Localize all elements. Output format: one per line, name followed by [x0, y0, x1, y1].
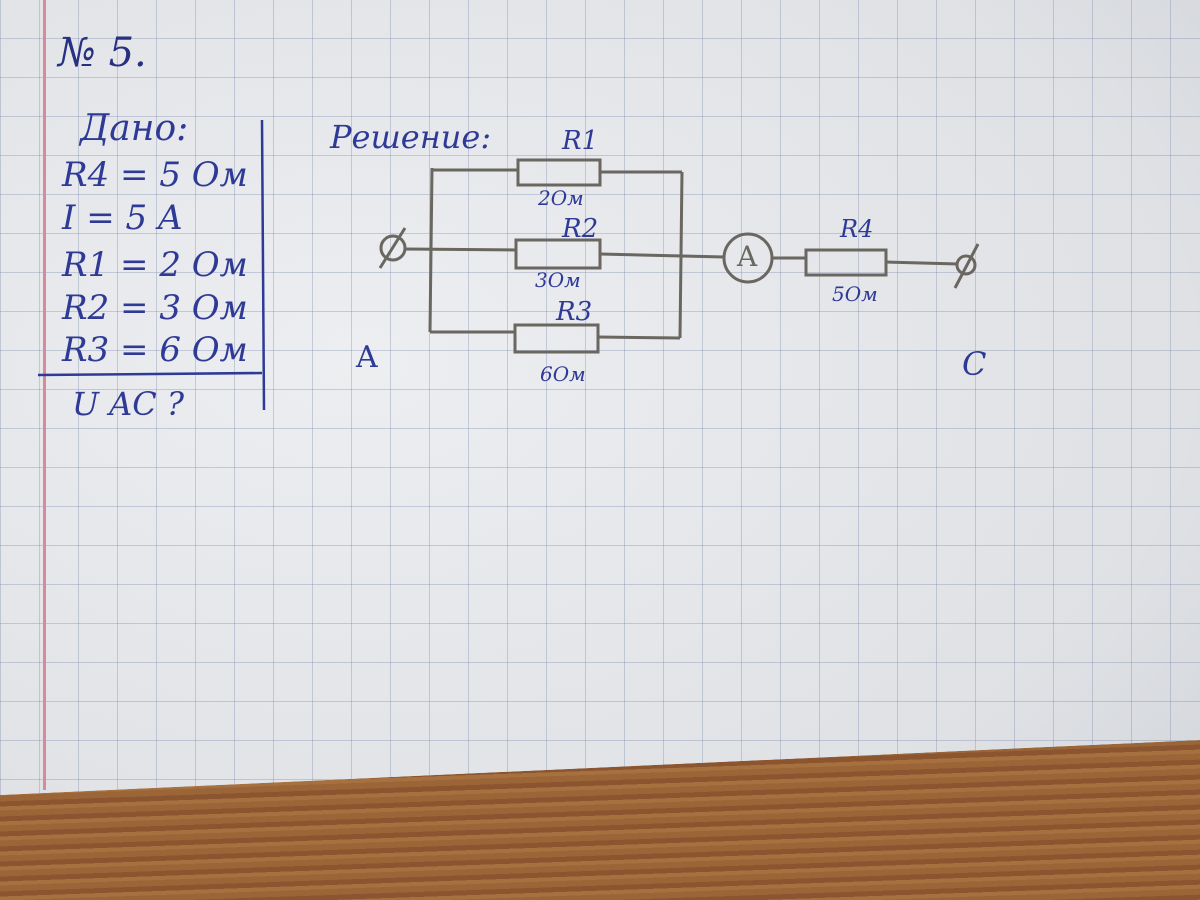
solution-heading: Решение: — [330, 118, 492, 156]
problem-number: № 5. — [58, 30, 147, 76]
given-divider — [37, 371, 263, 377]
r2-value: 3Ом — [535, 268, 581, 292]
wire — [404, 247, 517, 252]
resistor-r4 — [804, 248, 888, 277]
terminal-a-slash — [378, 227, 407, 269]
node-a-label: A — [356, 340, 378, 375]
ammeter-label: A — [737, 240, 758, 273]
r1-value: 2Ом — [538, 186, 584, 210]
margin-line — [43, 0, 46, 790]
given-line: R1 = 2 Ом — [62, 245, 248, 285]
terminal-c-icon — [955, 254, 977, 276]
resistor-r1 — [516, 158, 602, 187]
r1-label: R1 — [562, 126, 599, 156]
wire — [599, 252, 725, 259]
r3-label: R3 — [556, 297, 593, 327]
wire — [597, 335, 681, 340]
r2-label: R2 — [562, 214, 599, 244]
resistor-r3 — [513, 323, 600, 354]
given-line: I = 5 A — [62, 198, 183, 238]
r3-value: 6Ом — [540, 362, 586, 386]
given-heading: Дано: — [80, 108, 189, 149]
r4-value: 5Ом — [832, 282, 878, 306]
node-c-label: C — [962, 345, 987, 383]
wire — [885, 260, 959, 266]
terminal-a-icon — [379, 234, 407, 262]
resistor-r2 — [514, 238, 602, 270]
given-line: R3 = 6 Ом — [62, 330, 248, 370]
find-quantity: U AC ? — [72, 385, 185, 423]
terminal-c-slash — [953, 243, 980, 289]
given-divider-vertical — [260, 119, 266, 411]
given-line: R2 = 3 Ом — [62, 288, 248, 328]
r4-label: R4 — [840, 215, 874, 243]
given-line: R4 = 5 Ом — [62, 155, 248, 195]
